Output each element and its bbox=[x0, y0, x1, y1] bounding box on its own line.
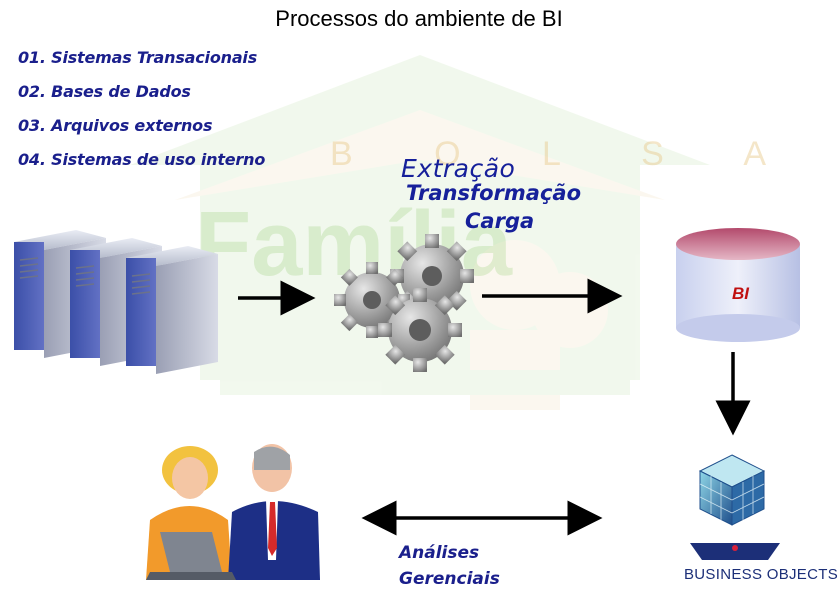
page-title: Processos do ambiente de BI bbox=[275, 6, 563, 31]
analysis-label-line1: Análises bbox=[399, 543, 480, 563]
source-list: 01. Sistemas Transacionais 02. Bases de … bbox=[18, 46, 265, 182]
source-item: 02. Bases de Dados bbox=[18, 82, 191, 101]
servers-icon bbox=[14, 230, 218, 374]
etl-extract-label: Extração bbox=[401, 154, 516, 183]
bi-database-icon bbox=[676, 228, 800, 342]
analysis-label-line2: Gerenciais bbox=[399, 569, 500, 589]
managers-illustration bbox=[146, 444, 320, 580]
source-item: 04. Sistemas de uso interno bbox=[18, 150, 266, 169]
business-objects-logo bbox=[690, 454, 780, 560]
etl-load-label: Carga bbox=[465, 209, 535, 233]
etl-transform-label: Transformação bbox=[406, 181, 582, 205]
bi-database-label: BI bbox=[732, 284, 749, 303]
business-objects-label: BUSINESS OBJECTS® bbox=[684, 566, 838, 583]
gears-icon bbox=[334, 234, 474, 372]
watermark-letters: B O L S A bbox=[330, 135, 802, 173]
source-item: 03. Arquivos externos bbox=[18, 116, 213, 135]
source-item: 01. Sistemas Transacionais bbox=[18, 48, 258, 67]
analysis-label: Análises Gerenciais bbox=[399, 540, 500, 592]
